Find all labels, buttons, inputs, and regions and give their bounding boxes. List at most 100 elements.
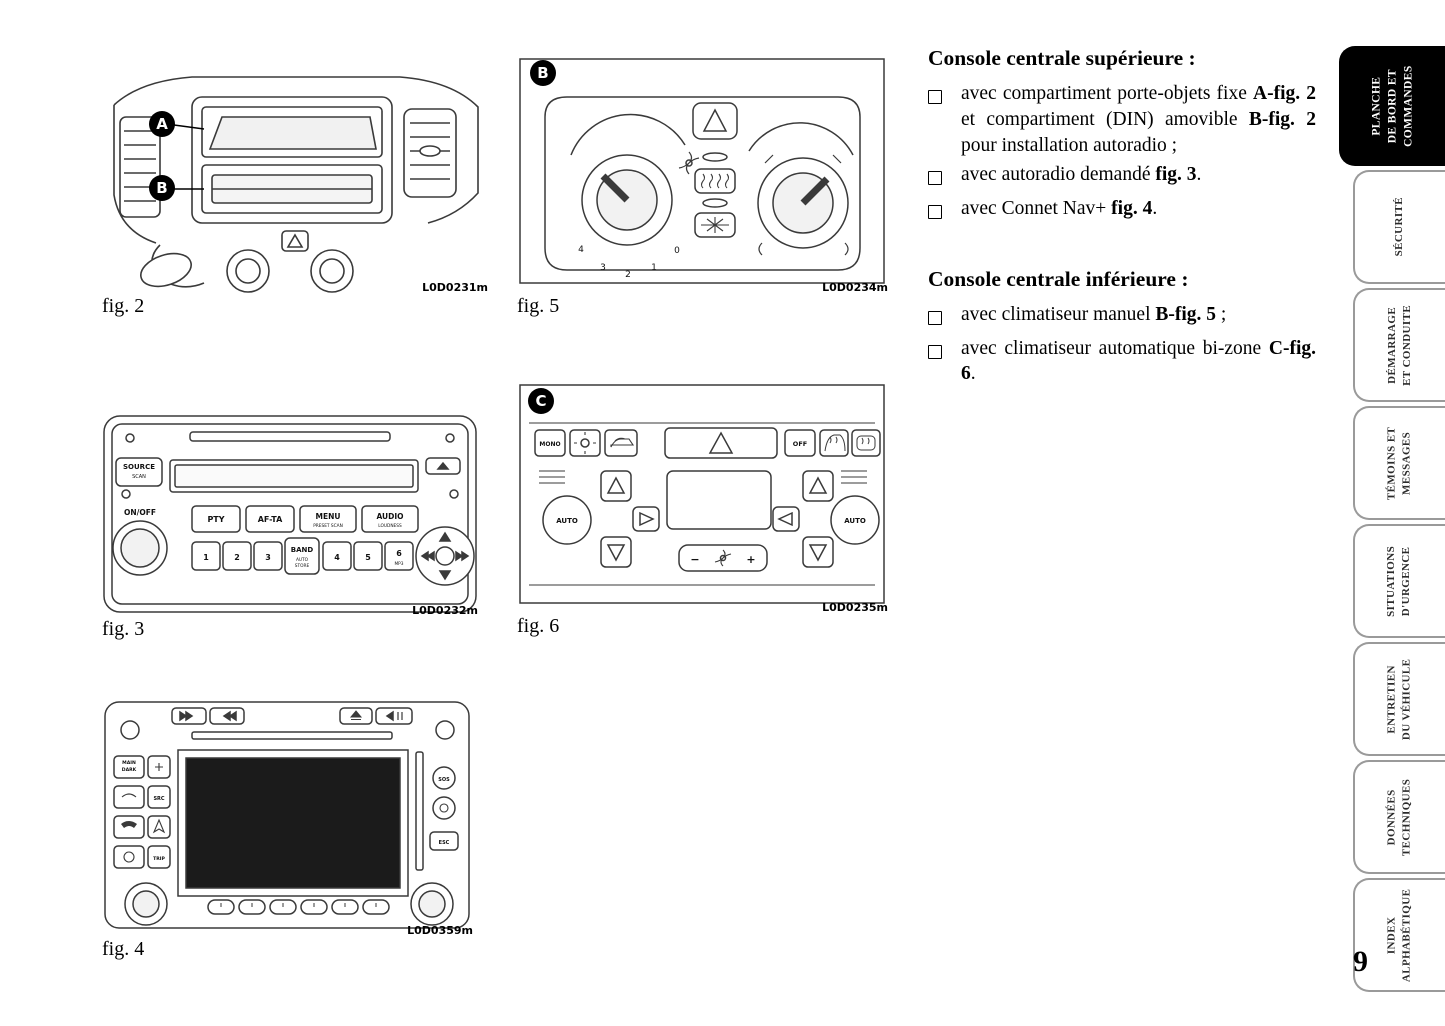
settings-button-icon [113, 845, 145, 869]
bullet-icon [928, 336, 961, 388]
list-item: avec climatiseur manuel B-fig. 5 ; [928, 302, 1316, 333]
svg-text:1: 1 [651, 263, 657, 273]
section-heading-lower-console: Console centrale inférieure : [928, 266, 1189, 291]
mono-button [534, 429, 566, 457]
figure-3: SOURCE SCAN ON/OFF PTY AF-TA MENU PRESET… [100, 372, 480, 644]
left-up-arrow-button [600, 470, 632, 502]
svg-text:AF-TA: AF-TA [258, 515, 283, 524]
svg-text:MAIN: MAIN [122, 760, 136, 766]
tab-entretien-vehicule: ENTRETIEN DU VÉHICULE [1353, 642, 1445, 756]
preset-1-button [191, 541, 221, 571]
sun-button-icon [569, 429, 601, 457]
rear-demist-button-icon [694, 168, 736, 194]
svg-text:B: B [156, 179, 167, 197]
figure-caption: fig. 6 [517, 615, 560, 637]
cd-slot [189, 431, 391, 442]
sd-slot [415, 751, 424, 871]
figure-caption: fig. 4 [102, 938, 145, 960]
nav-screen [177, 749, 409, 897]
audio-button [361, 505, 419, 533]
phone-button-icon [113, 815, 145, 839]
tune-knob [410, 882, 454, 926]
bullet-icon [928, 302, 961, 333]
bullet-icon [928, 162, 961, 193]
list-item: avec climatiseur automatique bi-zone C-f… [928, 336, 1316, 388]
climate-display [666, 470, 772, 530]
ac-button-icon [694, 212, 736, 238]
trip-button [147, 845, 171, 869]
svg-text:3: 3 [600, 263, 606, 273]
cd-slot [191, 731, 393, 740]
callout-B: B [530, 60, 556, 86]
figure-caption: fig. 5 [517, 295, 560, 317]
svg-text:ESC: ESC [439, 840, 450, 846]
callout-B: B [149, 175, 204, 201]
tab-demarrage-conduite: DÉMARRAGE ET CONDUITE [1353, 288, 1445, 402]
temp-fan-icon [714, 549, 732, 567]
pty-button [191, 505, 241, 533]
nav-button-icon [147, 815, 171, 839]
left-down-arrow-button [600, 536, 632, 568]
tab-planche-de-bord: PLANCHE DE BORD ET COMMANDES [1339, 46, 1445, 166]
source-button [115, 457, 163, 487]
svg-text:PRESET SCAN: PRESET SCAN [313, 523, 343, 529]
hazard-button-icon [664, 427, 778, 459]
svg-text:6: 6 [396, 549, 402, 558]
svg-text:4: 4 [334, 553, 340, 562]
fig3-radio-illustration: SOURCE SCAN ON/OFF PTY AF-TA MENU PRESET… [100, 372, 480, 617]
svg-text:STORE: STORE [295, 563, 310, 569]
svg-text:OFF: OFF [793, 440, 807, 448]
fan-speed-knob [570, 113, 686, 246]
hazard-button-icon [692, 102, 738, 140]
band-button [284, 537, 320, 575]
hazard-button-icon [281, 230, 309, 252]
chapter-tabs: PLANCHE DE BORD ET COMMANDES SÉCURITÉ DÉ… [1333, 46, 1445, 992]
svg-text:4: 4 [578, 245, 584, 255]
eject-button-icon [339, 707, 373, 725]
fast-forward-button-icon [209, 707, 245, 725]
right-left-arrow-button [772, 506, 800, 532]
right-auto-knob [830, 495, 880, 545]
figure-2: A B L0D0231m fig. 2 [100, 45, 490, 320]
svg-text:LOUDNESS: LOUDNESS [378, 523, 402, 529]
right-vent-icon [841, 470, 867, 484]
eject-button-icon [425, 457, 461, 475]
climate-knobs [226, 249, 354, 293]
fig2-dashboard-illustration: A B [100, 45, 490, 295]
svg-text:B: B [537, 64, 548, 82]
figure-caption: fig. 2 [102, 295, 145, 317]
softkey-row [207, 899, 390, 915]
callout-C: C [528, 388, 554, 414]
fig5-manual-climate-illustration: 4 3 2 1 0 B [515, 45, 890, 295]
preset-4-button [322, 541, 352, 571]
volume-knob [124, 882, 168, 926]
svg-text:MP3: MP3 [394, 561, 403, 567]
figure-code: L0D0359m [407, 924, 473, 937]
figure-code: L0D0235m [822, 601, 888, 614]
fig4-nav-unit-illustration: MAIN DARK SRC TRIP SOS ESC [100, 690, 475, 938]
svg-text:TRIP: TRIP [153, 856, 165, 862]
svg-text:SOURCE: SOURCE [123, 463, 155, 471]
right-down-arrow-button [802, 536, 834, 568]
on-off-knob [112, 520, 168, 576]
svg-text:SRC: SRC [153, 796, 164, 802]
list-item: avec compartiment porte-objets fixe A-fi… [928, 81, 1316, 159]
display-toggle-button-icon [147, 755, 171, 779]
preset-2-button [222, 541, 252, 571]
display [169, 459, 419, 493]
svg-text:ON/OFF: ON/OFF [124, 508, 156, 517]
air-distribution-knob [748, 122, 854, 256]
src-button [147, 785, 171, 809]
tab-index-alphabetique: INDEX ALPHABÉTIQUE [1353, 878, 1445, 992]
callout-A: A [149, 111, 205, 137]
svg-text:MONO: MONO [539, 441, 560, 448]
list-item: avec autoradio demandé fig. 3. [928, 162, 1316, 193]
rear-demist-button-icon [851, 429, 881, 457]
figure-6: MONO OFF AUTO AUTO − + C L0D0235m fig. 6 [515, 375, 890, 637]
menu-button [299, 505, 357, 533]
page-number: 9 [1353, 945, 1368, 978]
svg-text:AUTO: AUTO [556, 517, 578, 525]
figure-5: 4 3 2 1 0 B L0D0234m fig. 5 [515, 45, 890, 320]
tab-situations-urgence: SITUATIONS D'URGENCE [1353, 524, 1445, 638]
